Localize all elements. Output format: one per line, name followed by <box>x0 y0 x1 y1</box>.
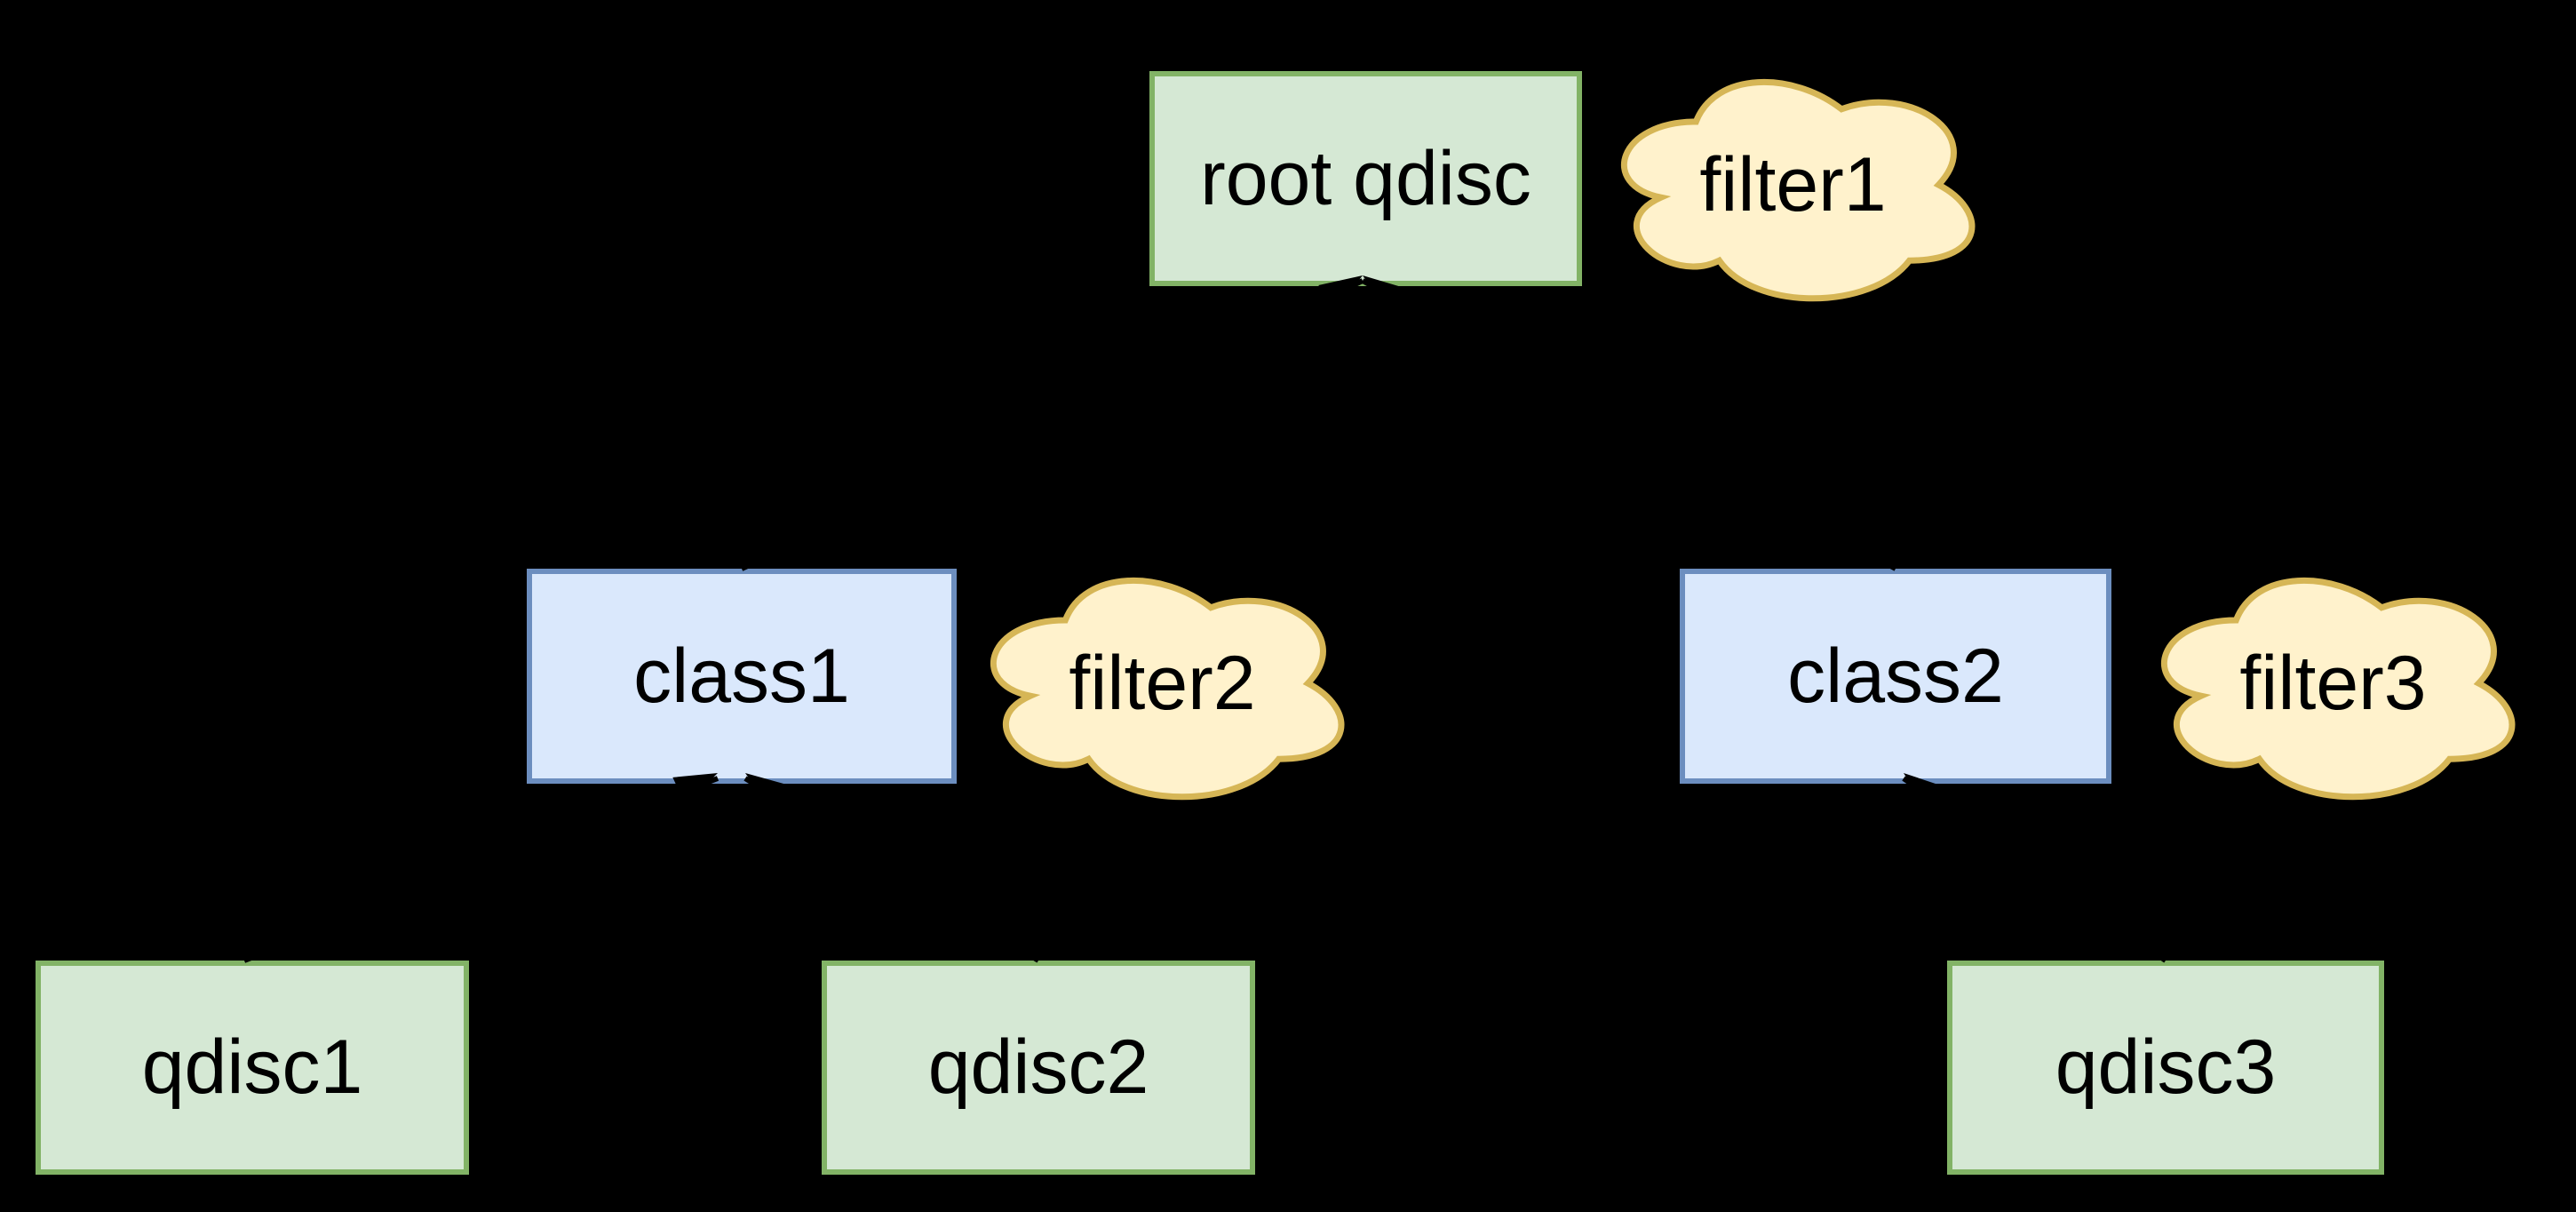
node-class2: class2 <box>1680 569 2111 784</box>
class1-label: class1 <box>633 633 850 719</box>
qdisc2-label: qdisc2 <box>927 1025 1149 1110</box>
edge-line-class1-root <box>740 278 1364 571</box>
filter1-cloud-icon <box>1621 78 1976 302</box>
node-qdisc3: qdisc3 <box>1947 961 2384 1175</box>
qdisc3-label: qdisc3 <box>2055 1025 2277 1110</box>
filter3-label-wrap: filter3 <box>2139 557 2527 809</box>
edge-line-qdisc3-class2 <box>1902 776 2167 963</box>
qdisc1-label: qdisc1 <box>141 1025 363 1110</box>
filter2-cloud-icon <box>990 577 1345 801</box>
filter2-label: filter2 <box>1069 640 1256 726</box>
edge-line-class2-root <box>1361 278 1897 571</box>
node-class1: class1 <box>527 569 957 784</box>
filter1-label-wrap: filter1 <box>1599 59 1987 311</box>
node-qdisc1: qdisc1 <box>36 961 469 1175</box>
node-root-qdisc: root qdisc <box>1149 71 1582 286</box>
filter3-label: filter3 <box>2239 640 2427 726</box>
filter2-label-wrap: filter2 <box>968 557 1356 809</box>
class2-label: class2 <box>1787 633 2004 719</box>
filter1-label: filter1 <box>1699 141 1887 227</box>
root-qdisc-label: root qdisc <box>1200 135 1531 221</box>
node-qdisc2: qdisc2 <box>822 961 1255 1175</box>
filter3-cloud-icon <box>2161 577 2516 801</box>
edge-line-qdisc1-class1 <box>242 776 720 963</box>
